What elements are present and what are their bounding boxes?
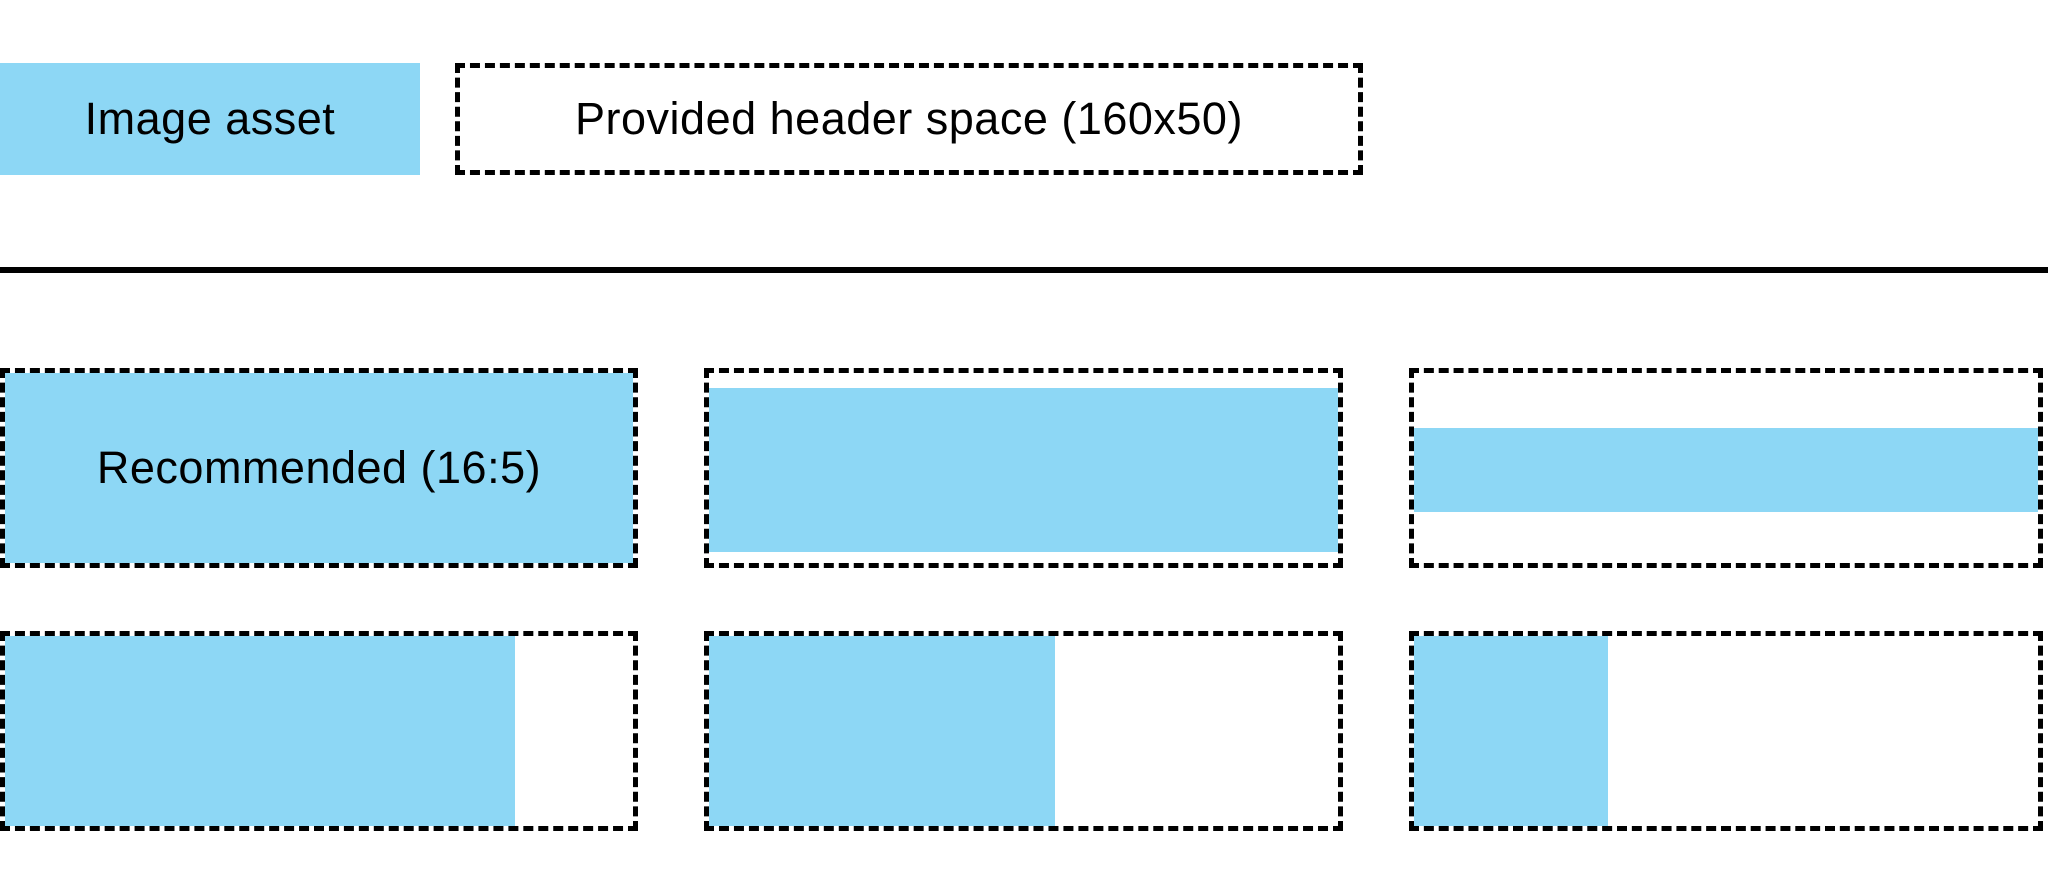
image-asset-swatch: Image asset [0, 63, 420, 175]
full-width-slightly-short-fill [709, 388, 1338, 552]
partial-width-wide-fill [5, 636, 515, 826]
header-space-label: Provided header space (160x50) [575, 93, 1243, 144]
recommended-fill [5, 373, 633, 563]
example-box-partial-width-wide [0, 631, 638, 831]
partial-width-narrow-fill [1414, 636, 1608, 826]
full-width-thin-strip-fill [1414, 428, 2038, 512]
example-box-full-width-thin-strip [1409, 368, 2043, 568]
example-box-full-width-slightly-short [704, 368, 1343, 568]
header-space-box: Provided header space (160x50) [455, 63, 1363, 175]
image-asset-label: Image asset [84, 93, 336, 144]
recommended-label: Recommended (16:5) [96, 442, 542, 493]
example-box-recommended: Recommended (16:5) [0, 368, 638, 568]
example-box-partial-width-half [704, 631, 1343, 831]
section-divider [0, 267, 2048, 273]
partial-width-half-fill [709, 636, 1055, 826]
example-box-partial-width-narrow [1409, 631, 2043, 831]
